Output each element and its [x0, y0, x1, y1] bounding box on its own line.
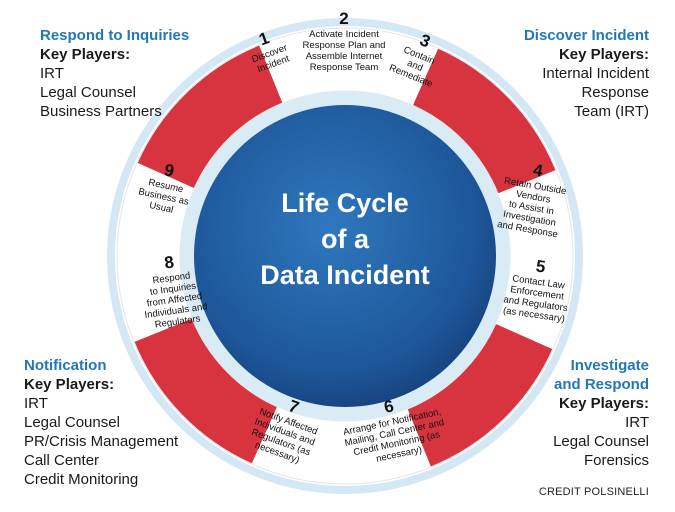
key-players-label: Key Players:	[40, 46, 131, 63]
credit-line: CREDIT POLSINELLI	[538, 486, 649, 498]
step-number: 5	[535, 256, 547, 276]
player-item: IRT	[24, 395, 48, 412]
player-item: Business Partners	[40, 103, 162, 120]
player-item: Call Center	[24, 452, 100, 469]
player-item: Legal Counsel	[24, 414, 120, 431]
player-item: IRT	[40, 65, 64, 82]
key-players-label: Key Players:	[558, 46, 649, 63]
player-item: Team (IRT)	[574, 103, 649, 120]
center-title-line-1: Life Cycle	[281, 188, 409, 218]
player-item: Credit Monitoring	[24, 471, 139, 488]
player-item: Forensics	[583, 452, 649, 469]
ring-base	[117, 28, 573, 484]
step-label-line: Respond	[152, 270, 191, 286]
center-title-line-2: of a	[321, 224, 370, 254]
corner-title: Notification	[24, 357, 107, 374]
key-players-label: Key Players:	[24, 376, 115, 393]
center-title-line-3: Data Incident	[260, 260, 430, 290]
step-number: 9	[163, 160, 176, 181]
corner-title-line-1: Investigate	[570, 357, 649, 374]
step-number: 2	[339, 9, 348, 28]
key-players-label: Key Players:	[558, 395, 649, 412]
respond-to-inquiries-block: Respond to Inquiries Key Players: IRT Le…	[40, 26, 189, 121]
corner-title-line-2: and Respond	[553, 376, 649, 393]
discover-incident-block: Discover Incident Key Players: Internal …	[449, 26, 649, 121]
center-disc	[194, 105, 496, 407]
outer-halo	[107, 18, 583, 494]
corner-title: Respond to Inquiries	[40, 27, 190, 44]
player-item: Legal Counsel	[553, 433, 649, 450]
step-label-line: Response Plan and	[303, 40, 386, 51]
step-number: 4	[532, 160, 545, 180]
player-item: Response	[581, 84, 649, 101]
step-label-line: Activate Incident	[309, 29, 379, 40]
player-item: Internal Incident	[542, 65, 649, 82]
step-number: 8	[163, 252, 175, 272]
player-item: Legal Counsel	[40, 84, 136, 101]
step-number: 6	[382, 396, 395, 417]
investigate-and-respond-block: Investigate and Respond Key Players: IRT…	[449, 356, 649, 470]
corner-title: Discover Incident	[523, 27, 649, 44]
ring-outer-edge	[116, 27, 574, 485]
step-label-line: Response Team	[310, 62, 379, 73]
step-label-line: Usual	[148, 200, 174, 216]
step-label-line: Assemble Internet	[306, 51, 383, 62]
notification-block: Notification Key Players: IRT Legal Coun…	[24, 356, 178, 489]
player-item: IRT	[625, 414, 649, 431]
player-item: PR/Crisis Management	[24, 433, 179, 450]
